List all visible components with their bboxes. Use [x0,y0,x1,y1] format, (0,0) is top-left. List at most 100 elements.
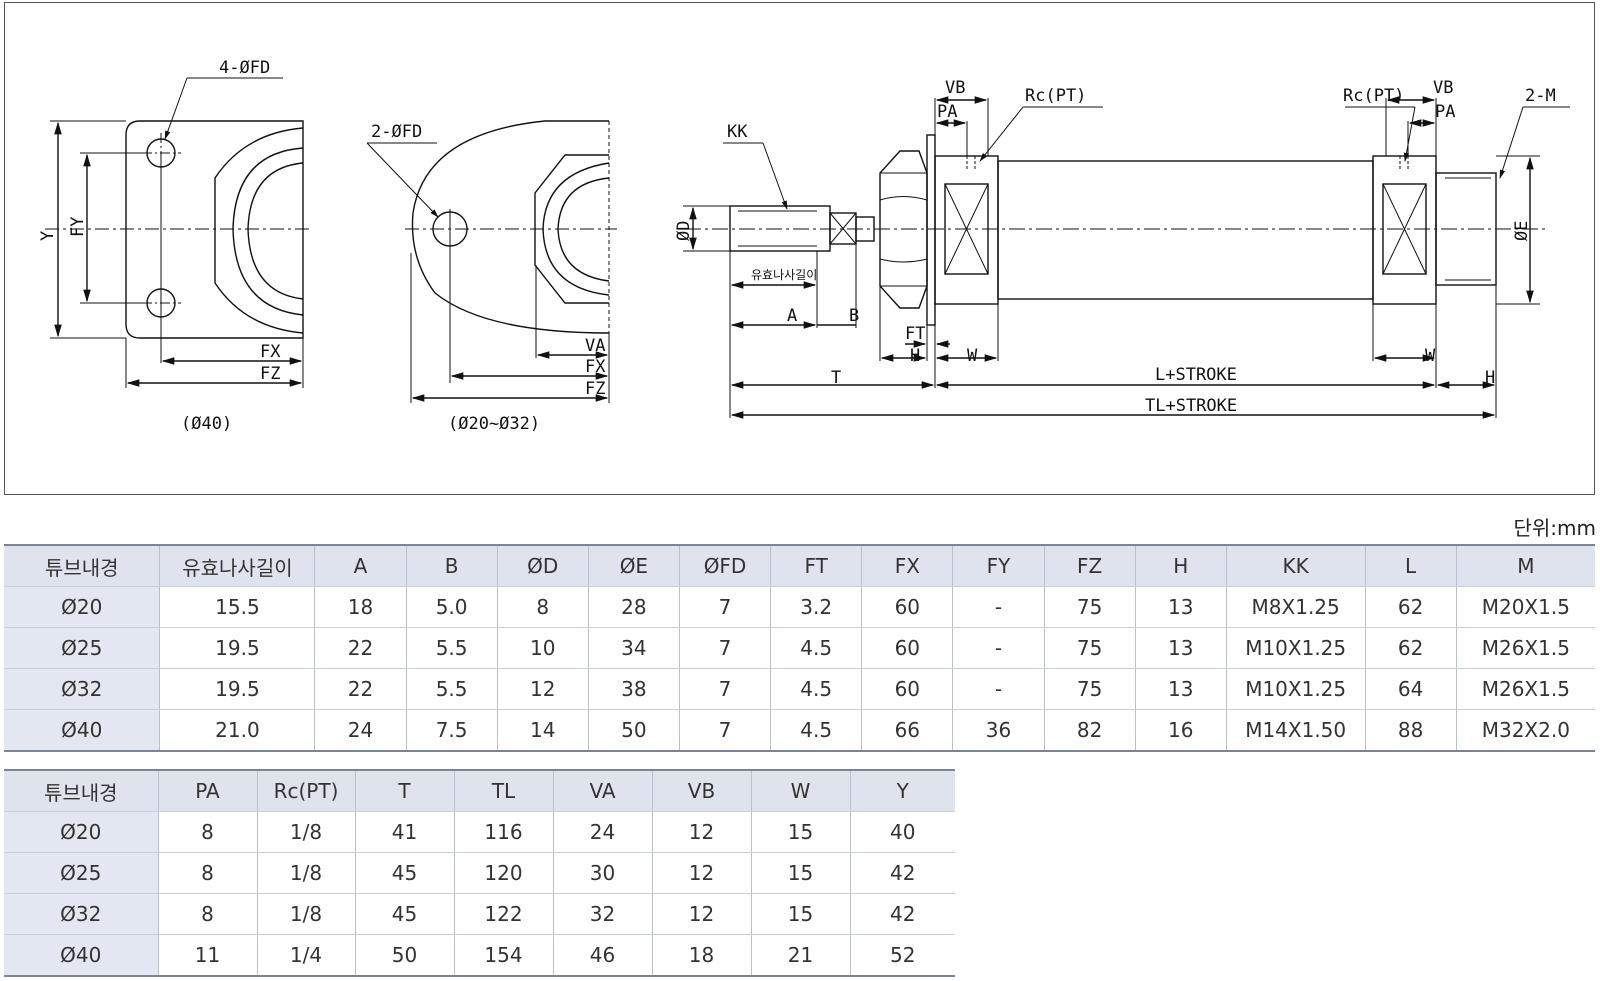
table2-header-cell: Rc(PT) [257,769,356,812]
table1-header-cell: B [406,544,498,587]
label-tl-stroke: TL+STROKE [1145,396,1237,416]
table-cell: 12 [497,668,589,710]
table-cell: 64 [1365,668,1457,710]
table-cell: M10X1.25 [1226,668,1366,710]
table-cell: 12 [652,852,752,894]
table-cell: 19.5 [159,627,316,669]
table-cell: 5.0 [406,586,498,628]
label-w-front: W [967,346,978,366]
table-cell: 19.5 [159,668,316,710]
table-cell: 3.2 [770,586,863,628]
table2-header-cell: Y [850,769,955,812]
table-cell: 32 [553,893,653,935]
table2-header-cell: T [355,769,455,812]
bore-size-cell: Ø40 [4,934,159,977]
label-va: VA [585,336,605,356]
table-cell: 4.5 [770,627,863,669]
table-cell: 22 [314,627,407,669]
label-h-front: H [910,346,920,366]
caption-left: (Ø40) [181,414,232,434]
table-cell: 13 [1135,668,1227,710]
table-cell: - [952,586,1045,628]
label-w-rear: W [1425,346,1436,366]
label-pa-rear: PA [1435,102,1455,122]
table-cell: 1/8 [257,811,356,853]
label-2-m: 2-M [1525,86,1556,106]
bore-size-cell: Ø32 [4,668,161,710]
table-cell: M26X1.5 [1456,668,1595,710]
table-cell: 36 [952,709,1045,752]
label-2-fd: 2-ØFD [371,122,422,142]
table-cell: M26X1.5 [1456,627,1595,669]
table-cell: 60 [861,586,954,628]
label-kk: KK [727,122,748,142]
table-cell: 28 [588,586,680,628]
table-cell: 7 [679,668,772,710]
table-cell: 75 [1044,627,1136,669]
table1-header-cell: ØE [588,544,680,587]
table-cell: 7 [679,586,772,628]
label-4-fd: 4-ØFD [219,58,270,78]
table-cell: 154 [454,934,554,977]
table-cell: 4.5 [770,709,863,752]
table-cell: 10 [497,627,589,669]
table-cell: - [952,627,1045,669]
label-thread-length: 유효나사길이 [751,268,817,282]
table-cell: 34 [588,627,680,669]
table-cell: 8 [158,811,258,853]
table1-header-cell: M [1456,544,1595,587]
table1-header-cell: 유효나사길이 [159,544,316,587]
table-cell: M32X2.0 [1456,709,1595,752]
table-cell: M10X1.25 [1226,627,1366,669]
table-cell: 62 [1365,627,1457,669]
table-cell: 52 [850,934,955,977]
label-h-rear: H [1485,368,1495,388]
table-cell: 1/8 [257,893,356,935]
label-fz-mid: FZ [585,379,605,399]
table-cell: 14 [497,709,589,752]
table1-header-cell: KK [1226,544,1366,587]
table-cell: 82 [1044,709,1136,752]
bore-size-cell: Ø20 [4,586,161,628]
table-cell: 8 [497,586,589,628]
table-cell: - [952,668,1045,710]
table-cell: 40 [850,811,955,853]
label-vb-front: VB [945,78,965,98]
drawing-svg: 4-ØFD Y FY FX FZ (Ø40) 2-ØFD VA FX FZ (Ø… [38,58,1570,434]
label-t: T [831,368,841,388]
table-cell: 88 [1365,709,1457,752]
table-cell: 75 [1044,586,1136,628]
table-cell: 66 [861,709,954,752]
label-fz-left: FZ [260,364,280,384]
label-ft: FT [905,324,925,344]
table-cell: 22 [314,668,407,710]
label-rc-front: Rc(PT) [1025,86,1086,106]
table-cell: 75 [1044,668,1136,710]
table-cell: 21 [751,934,851,977]
table2-header-cell: W [751,769,851,812]
table-cell: 50 [588,709,680,752]
technical-drawing: 4-ØFD Y FY FX FZ (Ø40) 2-ØFD VA FX FZ (Ø… [4,2,1595,495]
table1-header-cell: A [314,544,407,587]
table1-header-cell: L [1365,544,1457,587]
label-oe: ØE [1512,221,1532,241]
label-b: B [849,306,859,326]
table-cell: 13 [1135,586,1227,628]
table-cell: 60 [861,627,954,669]
table1-header-cell: FY [952,544,1045,587]
label-rc-rear: Rc(PT) [1343,86,1404,106]
table-cell: 16 [1135,709,1227,752]
table-cell: 5.5 [406,627,498,669]
table-cell: 24 [553,811,653,853]
table-cell: 18 [652,934,752,977]
table-cell: 122 [454,893,554,935]
table-cell: M20X1.5 [1456,586,1595,628]
table-cell: M8X1.25 [1226,586,1366,628]
